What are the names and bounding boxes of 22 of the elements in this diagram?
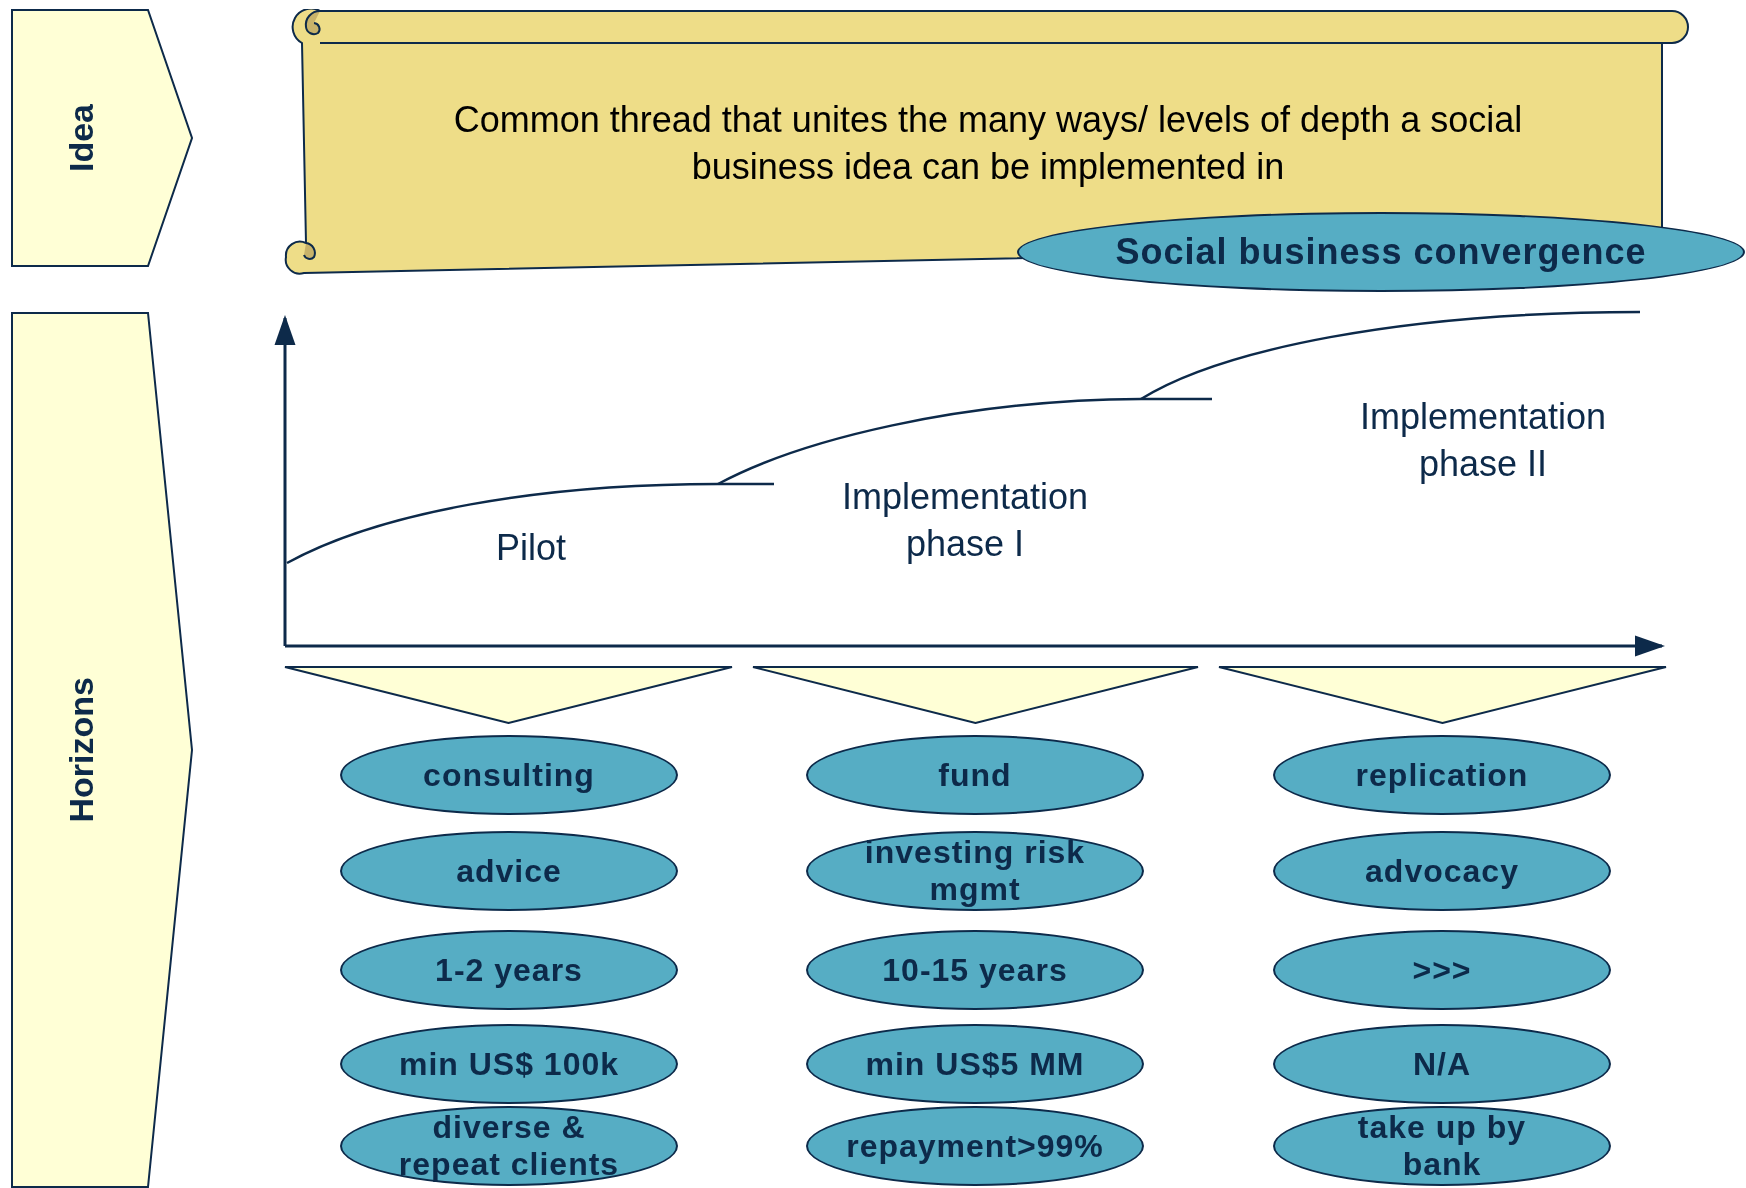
oval-tag: replication: [1273, 735, 1611, 815]
oval-tag: consulting: [340, 735, 678, 815]
oval-tag: 1-2 years: [340, 930, 678, 1010]
phase-label: Implementation phase I: [840, 475, 1090, 566]
phase-label: Implementation phase II: [1358, 395, 1608, 486]
oval-tag: advocacy: [1273, 831, 1611, 911]
banner-text: Common thread that unites the many ways/ levels of depth a social business idea can be implemented in: [452, 98, 1524, 189]
oval-tag: investing risk mgmt: [806, 831, 1144, 911]
oval-tag: repayment>99%: [806, 1106, 1144, 1186]
oval-tag: min US$ 100k: [340, 1024, 678, 1104]
oval-tag: N/A: [1273, 1024, 1611, 1104]
oval-tag: 10-15 years: [806, 930, 1144, 1010]
oval-tag: >>>: [1273, 930, 1611, 1010]
oval-tag: Social business convergence: [1017, 212, 1745, 292]
phase-label: Pilot: [495, 525, 567, 570]
oval-tag: take up by bank: [1273, 1106, 1611, 1186]
oval-tag: diverse & repeat clients: [340, 1106, 678, 1186]
oval-tag: advice: [340, 831, 678, 911]
section-label: Idea: [61, 103, 101, 172]
oval-tag: fund: [806, 735, 1144, 815]
oval-tag: min US$5 MM: [806, 1024, 1144, 1104]
section-label: Horizons: [61, 677, 101, 823]
